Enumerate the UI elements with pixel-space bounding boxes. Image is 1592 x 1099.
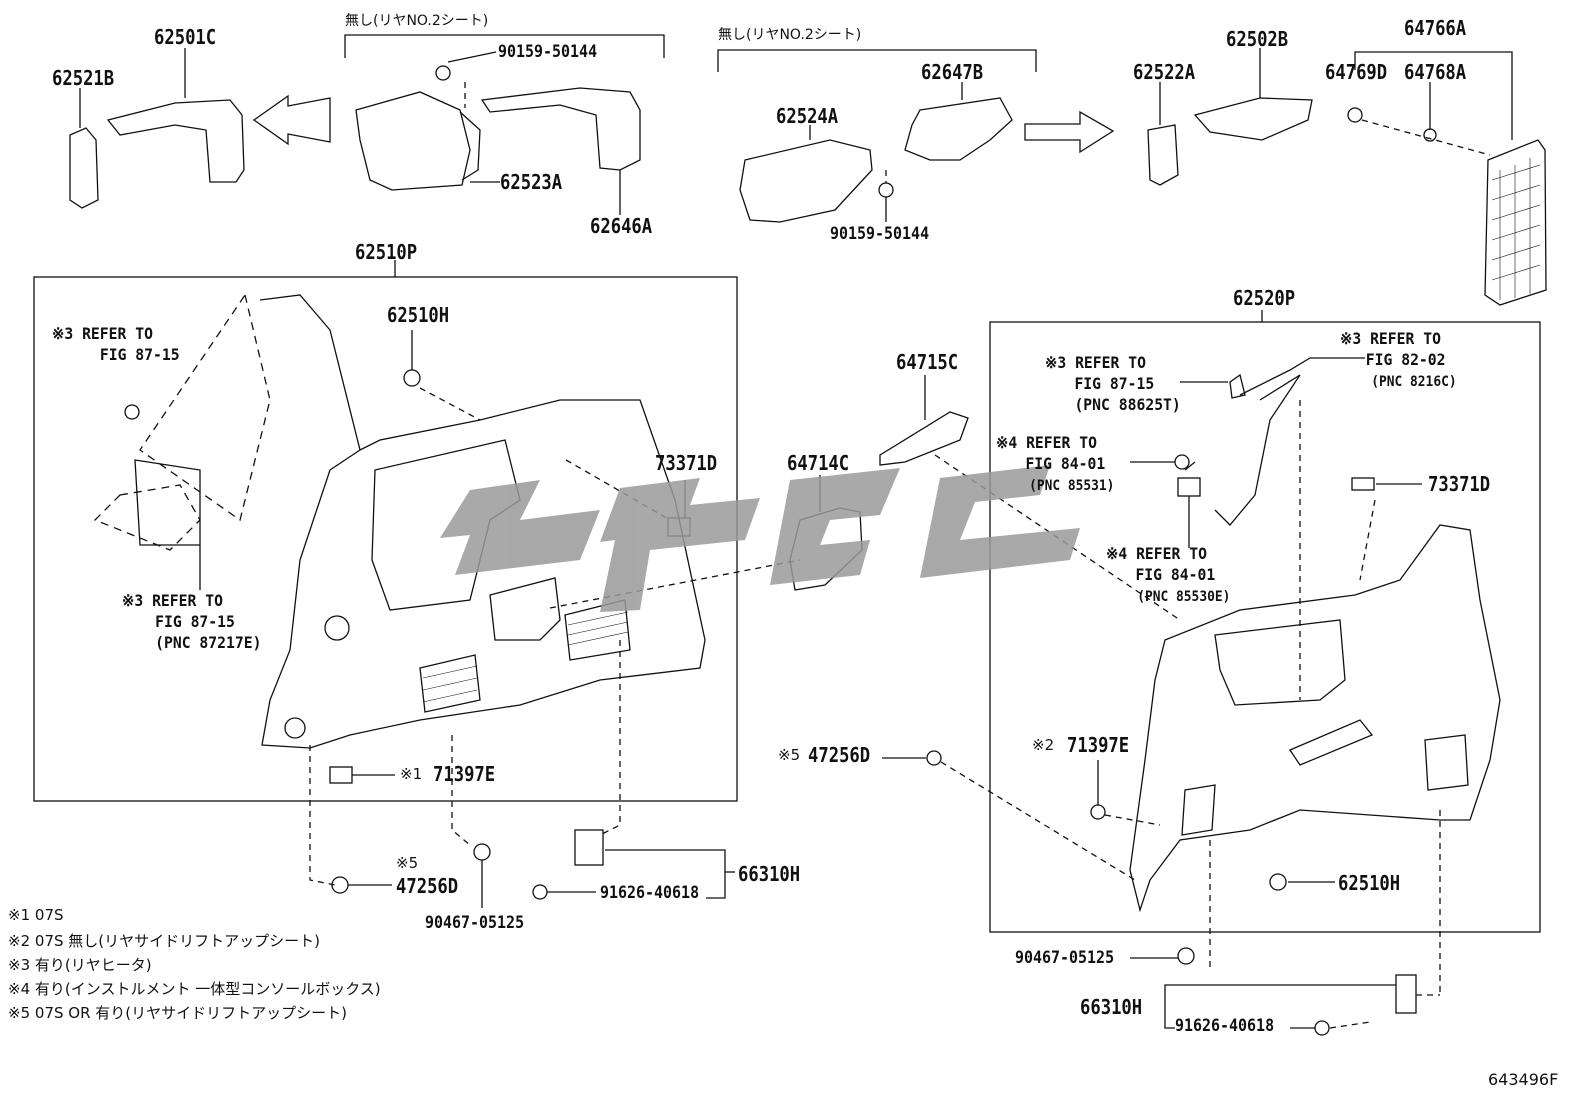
right-arrow <box>1024 110 1115 154</box>
part-label-73371D-left[interactable]: 73371D <box>655 451 718 475</box>
part-label-71397E-right[interactable]: 71397E <box>1067 733 1130 757</box>
part-label-90159-50144-top[interactable]: 90159-50144 <box>498 42 598 62</box>
part-label-62646A[interactable]: 62646A <box>590 214 653 238</box>
marker-2-71397E: ※2 <box>1032 736 1055 754</box>
footnote-2: ※2 07S 無し(リヤサイドリフトアップシート) <box>8 932 320 950</box>
refer-note-right-a[interactable]: ※3 REFER TO FIG 87-15 (PNC 88625T) <box>1045 352 1181 415</box>
diagram-id: 643496F <box>1488 1070 1559 1089</box>
refer-line1: REFER TO <box>152 591 223 610</box>
marker-5-47256D: ※5 <box>396 854 419 872</box>
part-label-64715C[interactable]: 64715C <box>896 350 959 374</box>
part-62502B <box>1193 97 1313 141</box>
part-label-62501C[interactable]: 62501C <box>154 25 217 49</box>
part-label-62520P[interactable]: 62520P <box>1233 286 1296 310</box>
refer-note-right-c[interactable]: ※4 REFER TO FIG 84-01 (PNC 85531) <box>996 432 1114 497</box>
refer-line2: FIG 87-15 <box>155 612 235 631</box>
part-62522A <box>1147 124 1179 186</box>
refer-note-right-d[interactable]: ※4 REFER TO FIG 84-01 (PNC 85530E) <box>1106 543 1230 608</box>
part-label-64714C[interactable]: 64714C <box>787 451 850 475</box>
footnote-3: ※3 有り(リヤヒータ) <box>8 956 152 974</box>
part-label-91626-40618-right[interactable]: 91626-40618 <box>1175 1016 1275 1036</box>
marker-3: ※3 <box>52 324 74 343</box>
refer-line3: (PNC 85530E) <box>1137 589 1231 605</box>
refer-note-left-bottom[interactable]: ※3 REFER TO FIG 87-15 (PNC 87217E) <box>122 590 261 653</box>
part-62520P-panel <box>1129 524 1501 913</box>
part-label-62521B[interactable]: 62521B <box>52 66 115 90</box>
part-62510P-panel <box>259 294 706 749</box>
footnote-1: ※1 07S <box>8 906 64 924</box>
right-assembly-box <box>989 321 1541 933</box>
part-label-62510H-left[interactable]: 62510H <box>387 303 450 327</box>
left-section-header: 無し(リヤNO.2シート) <box>345 13 489 29</box>
part-label-62522A[interactable]: 62522A <box>1133 60 1196 84</box>
refer-line1: REFER TO <box>82 324 153 343</box>
left-arrow <box>252 94 331 146</box>
part-label-90467-05125-right[interactable]: 90467-05125 <box>1015 948 1115 968</box>
part-64715C <box>879 411 969 466</box>
refer-line1: REFER TO <box>1370 329 1441 348</box>
refer-line2: FIG 84-01 <box>1135 565 1216 584</box>
part-label-62510H-right[interactable]: 62510H <box>1338 871 1401 895</box>
refer-line3: (PNC 85531) <box>1029 478 1115 494</box>
part-label-90467-05125-left[interactable]: 90467-05125 <box>425 913 525 933</box>
part-label-66310H-left[interactable]: 66310H <box>738 862 801 886</box>
part-label-64769D[interactable]: 64769D <box>1325 60 1388 84</box>
part-64766A <box>1484 139 1547 306</box>
watermark-logo <box>440 465 1080 612</box>
refer-line3: (PNC 8216C) <box>1371 374 1457 390</box>
refer-line2: FIG 82-02 <box>1365 350 1446 369</box>
right-section-header: 無し(リヤNO.2シート) <box>718 27 862 43</box>
refer-note-right-b[interactable]: ※3 REFER TO FIG 82-02 (PNC 8216C) <box>1340 328 1457 393</box>
refer-line2: FIG 87-15 <box>99 345 180 364</box>
part-62646A <box>480 87 641 171</box>
footnotes: ※1 07S ※2 07S 無し(リヤサイドリフトアップシート) ※3 有り(リ… <box>8 906 381 1026</box>
refer-line1: REFER TO <box>1136 544 1207 563</box>
footnote-5: ※5 07S OR 有り(リヤサイドリフトアップシート) <box>8 1004 347 1022</box>
part-label-91626-40618-left[interactable]: 91626-40618 <box>600 883 700 903</box>
part-label-64768A[interactable]: 64768A <box>1404 60 1467 84</box>
part-label-62502B[interactable]: 62502B <box>1226 27 1289 51</box>
part-label-90159-50144-mid[interactable]: 90159-50144 <box>830 224 930 244</box>
marker-3: ※3 <box>1045 353 1067 372</box>
part-label-71397E-left[interactable]: 71397E <box>433 762 496 786</box>
part-62521B <box>69 127 99 209</box>
part-62647B <box>904 97 1013 161</box>
refer-line2: FIG 87-15 <box>1074 374 1155 393</box>
part-label-66310H-right[interactable]: 66310H <box>1080 995 1143 1019</box>
refer-line1: REFER TO <box>1026 433 1097 452</box>
marker-4: ※4 <box>1106 544 1128 563</box>
part-62523A <box>355 91 471 191</box>
marker-3: ※3 <box>122 591 144 610</box>
part-label-64766A[interactable]: 64766A <box>1404 16 1467 40</box>
footnote-4: ※4 有り(インストルメント 一体型コンソールボックス) <box>8 980 381 998</box>
refer-line1: REFER TO <box>1075 353 1146 372</box>
part-label-62523A[interactable]: 62523A <box>500 170 563 194</box>
right-header-bracket <box>717 49 1037 72</box>
part-62501C <box>106 99 245 183</box>
part-label-62524A[interactable]: 62524A <box>776 104 839 128</box>
marker-1-71397E: ※1 <box>400 765 423 783</box>
part-label-47256D-right[interactable]: 47256D <box>808 743 871 767</box>
refer-note-left-top[interactable]: ※3 REFER TO FIG 87-15 <box>52 323 180 365</box>
marker-4: ※4 <box>996 433 1018 452</box>
refer-line3: (PNC 88625T) <box>1074 395 1181 414</box>
marker-5-47256D-right: ※5 <box>778 746 801 764</box>
refer-line2: FIG 84-01 <box>1025 454 1106 473</box>
left-header-bracket <box>344 34 665 58</box>
part-62524A <box>739 139 873 223</box>
part-label-62647B[interactable]: 62647B <box>921 60 984 84</box>
marker-3: ※3 <box>1340 329 1362 348</box>
part-label-62510P[interactable]: 62510P <box>355 240 418 264</box>
part-label-47256D-left[interactable]: 47256D <box>396 874 459 898</box>
refer-line3: (PNC 87217E) <box>155 633 262 652</box>
part-label-73371D-right[interactable]: 73371D <box>1428 472 1491 496</box>
